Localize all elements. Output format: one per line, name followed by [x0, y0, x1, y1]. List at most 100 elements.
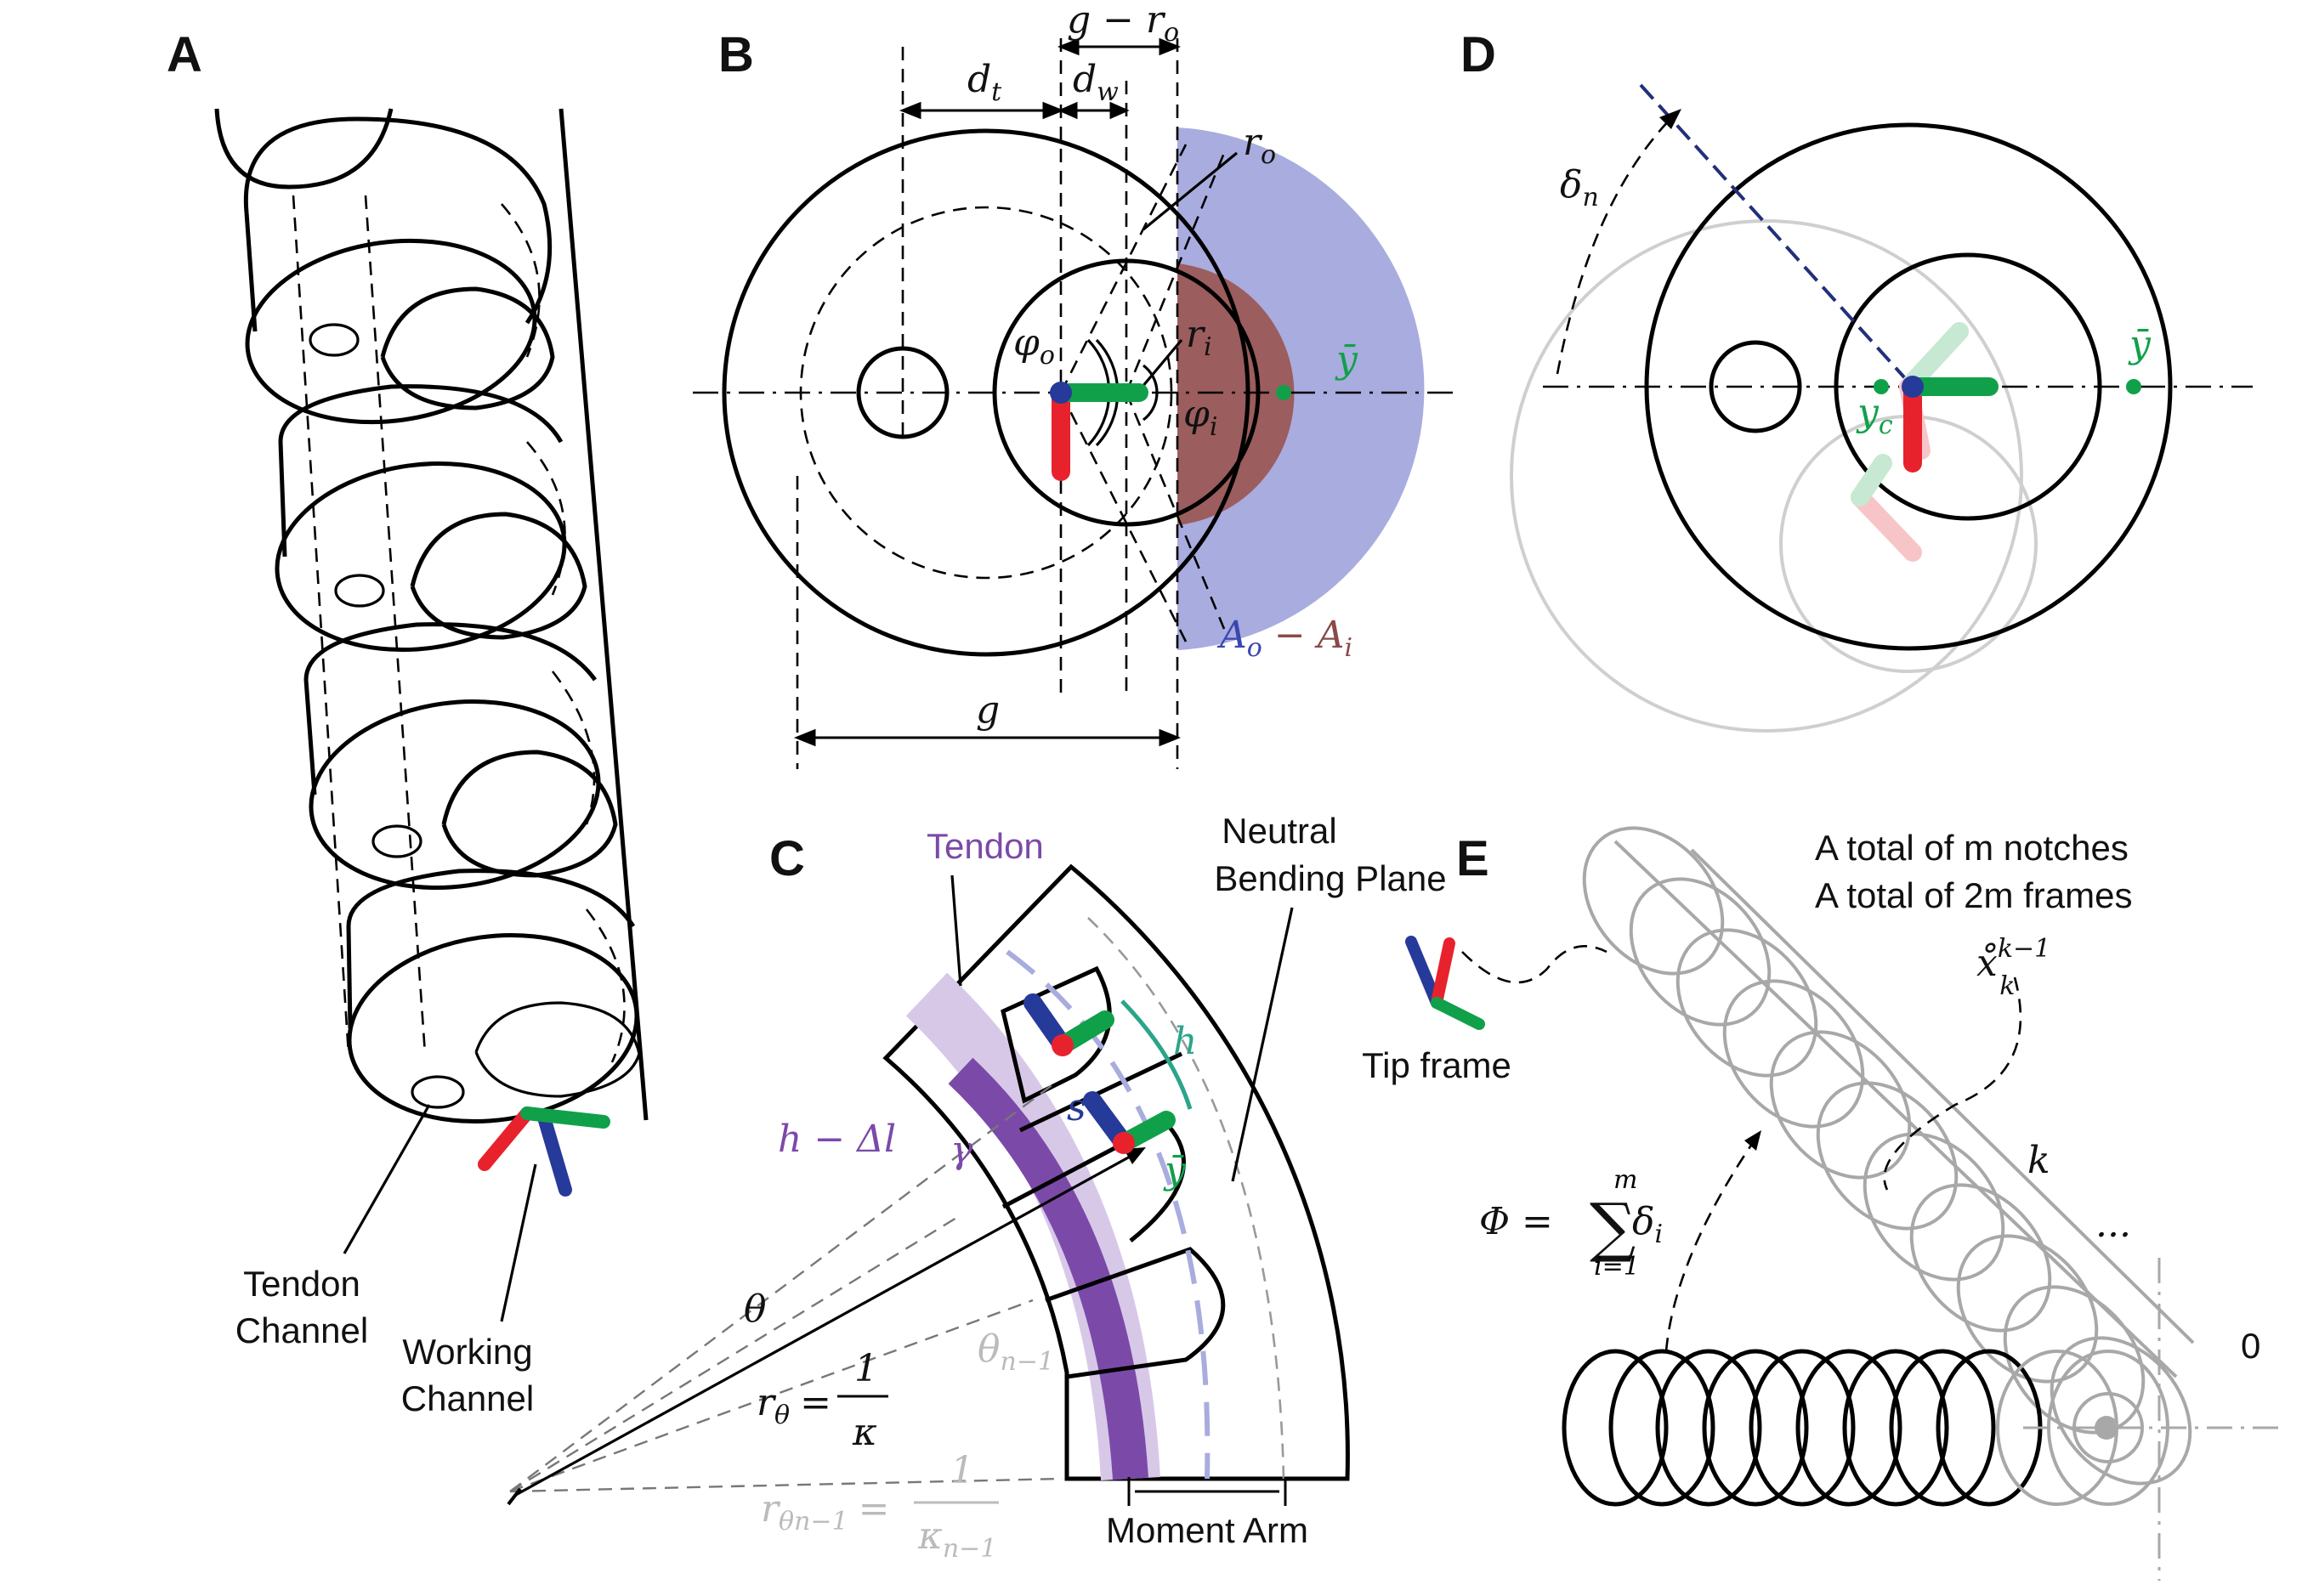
r-theta-n1-one: 1: [950, 1449, 974, 1492]
dt-label: d: [967, 58, 991, 101]
yc-sub: c: [1879, 410, 1893, 440]
theta-label: θ: [744, 1288, 767, 1331]
r-theta-n1-label: r: [761, 1487, 781, 1531]
h-label: h: [1173, 1020, 1197, 1063]
x-label: x̊: [1976, 942, 1998, 985]
r-theta-one: 1: [854, 1347, 878, 1390]
panel-d: D δn ȳ yc: [1460, 27, 2253, 733]
svg-text:φo: φo: [1013, 321, 1055, 371]
rotated-outer-circle: [1510, 219, 2023, 733]
theta-n1-label: θ: [978, 1327, 1001, 1371]
outer-area-fill: [1177, 127, 1425, 650]
ri-label: r: [1186, 313, 1206, 356]
total-notches-label: A total of m notches: [1815, 828, 2129, 868]
panel-a-letter: A: [167, 27, 202, 82]
frame-axis-green: [520, 1106, 610, 1129]
panel-d-letter: D: [1460, 27, 1496, 82]
panel-c-letter: C: [769, 831, 805, 886]
area-a-label: A: [1216, 614, 1247, 657]
svg-text:δi: δi: [1632, 1200, 1663, 1249]
kappa-n1-label: κ: [917, 1514, 943, 1558]
panel-b: B: [693, 0, 1454, 769]
panel-e-letter: E: [1456, 831, 1489, 886]
g-minus-ro-sub: o: [1164, 18, 1179, 48]
phi-o-sub: o: [1040, 341, 1055, 371]
dw-label: d: [1073, 58, 1097, 101]
outer-wedge: [882, 863, 1350, 1481]
total-frames-label: A total of 2m frames: [1815, 875, 2133, 915]
r-theta-n1-eq: =: [859, 1487, 890, 1531]
tendon-label: Tendon: [927, 826, 1044, 866]
x-sub: k: [1999, 971, 2015, 1001]
r-theta-n1-sub: θn−1: [779, 1507, 848, 1537]
neutral-label-2: Bending Plane: [1214, 858, 1446, 898]
sum-symbol: ∑: [1590, 1189, 1636, 1265]
inner-area-fill: [1177, 263, 1295, 525]
delta-n-label: δ: [1560, 163, 1583, 207]
theta-n1-sub: n−1: [1001, 1347, 1055, 1377]
area-b-label: A: [1314, 614, 1345, 657]
tendon-band: [948, 1057, 1148, 1480]
ri-sub: i: [1204, 332, 1212, 362]
area-minus: −: [1262, 614, 1318, 657]
s-label: s: [1067, 1086, 1086, 1129]
working-channel-label-2: Channel: [401, 1378, 534, 1418]
diagonal-ring-stack: [1582, 826, 2195, 1486]
zero-label: 0: [2241, 1326, 2260, 1366]
g-minus-ro-label: g − r: [1067, 0, 1166, 42]
neutral-label-1: Neutral: [1222, 811, 1336, 851]
svg-text:x̊k−1k: x̊k−1 k: [1976, 934, 2050, 1001]
delta-n-sub: n: [1583, 183, 1599, 212]
area-a-sub: o: [1247, 633, 1262, 663]
frame-origin: [1050, 382, 1072, 404]
svg-text:ri: ri: [1186, 313, 1212, 362]
svg-text:φi: φi: [1183, 393, 1217, 442]
svg-text:θn−1: θn−1: [978, 1327, 1054, 1377]
phi-o-label: φ: [1013, 321, 1040, 365]
svg-text:dt: dt: [967, 58, 1002, 107]
ybar-point: [1276, 385, 1291, 400]
x-sup: k−1: [1998, 934, 2050, 964]
panel-c: C Tendon: [507, 811, 1447, 1564]
tendon-channel-label-2: Channel: [235, 1310, 368, 1350]
svg-text:κn−1: κn−1: [917, 1514, 996, 1564]
frame-axis-blue: [537, 1111, 572, 1197]
dots-label: ...: [2095, 1203, 2131, 1246]
working-channel-label-1: Working: [402, 1332, 532, 1372]
panel-a: A: [167, 27, 649, 1418]
phi-label: Φ =: [1479, 1200, 1553, 1243]
ybar-label-c: ȳ: [1163, 1149, 1187, 1192]
ybar-label: ȳ: [1335, 338, 1358, 382]
tendon-channel-label-1: Tendon: [243, 1264, 360, 1304]
svg-text:δn: δn: [1560, 163, 1599, 212]
r-theta-label: r: [757, 1381, 777, 1424]
svg-text:rθn−1=: rθn−1 =: [761, 1487, 890, 1537]
ro-sub: o: [1261, 140, 1276, 170]
h-bracket: [1120, 999, 1193, 1110]
sum-bottom: i=1: [1594, 1252, 1640, 1282]
panel-e: E A total of m notches A total of 2m fra…: [1362, 826, 2278, 1581]
notched-tube-3d: [214, 108, 649, 1322]
kappa-n1-sub: n−1: [943, 1534, 997, 1564]
horizontal-ring-stack: [1562, 1349, 2169, 1507]
delta-i-sub: i: [1655, 1220, 1664, 1249]
area-b-sub: i: [1344, 633, 1352, 663]
r-theta-eq: =: [800, 1381, 831, 1424]
dt-sub: t: [991, 77, 1002, 107]
r-theta-sub: θ: [774, 1401, 790, 1430]
svg-text:yc: yc: [1856, 391, 1893, 440]
rotated-axis-dashed: [1639, 83, 1914, 388]
svg-text:rθ=: rθ =: [757, 1381, 831, 1430]
svg-text:ro: ro: [1243, 121, 1276, 170]
k-label: k: [2027, 1139, 2050, 1182]
delta-i-label: δ: [1632, 1200, 1655, 1243]
phi-i-sub: i: [1210, 412, 1218, 442]
ybar-label-d: ȳ: [2128, 323, 2152, 366]
phi-i-label: φ: [1183, 393, 1210, 436]
frame-axis-red: [478, 1106, 534, 1171]
h-dl-label: h − Δl: [778, 1118, 896, 1161]
gamma-label: γ: [950, 1129, 973, 1172]
sum-top: m: [1613, 1165, 1637, 1195]
yc-label: y: [1856, 391, 1880, 434]
